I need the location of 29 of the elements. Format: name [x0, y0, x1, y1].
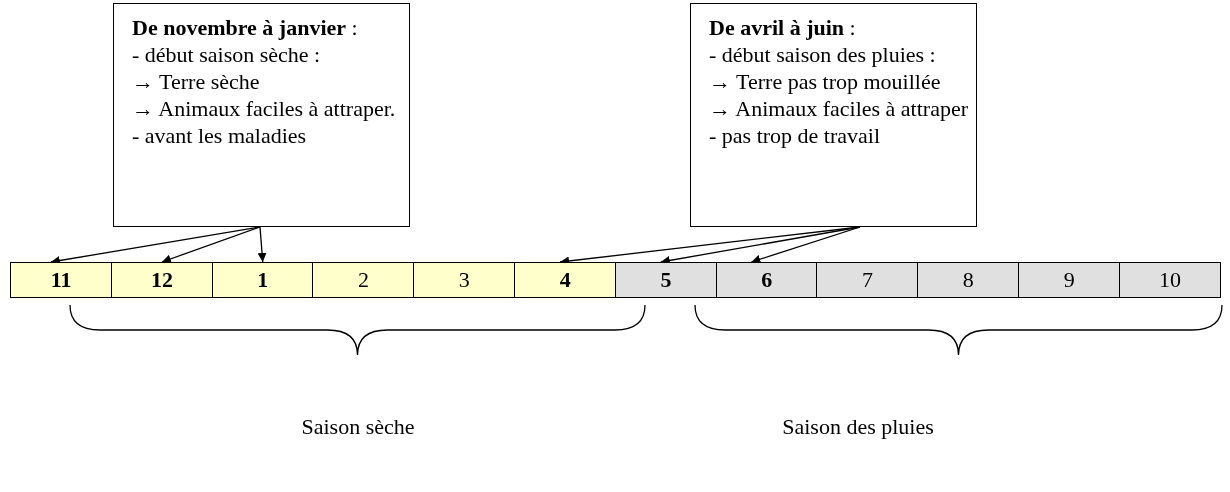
month-cell: 5: [614, 262, 718, 298]
note-box: [113, 3, 410, 227]
note-heading: De novembre à janvier :: [132, 14, 359, 41]
month-cell: 3: [413, 262, 516, 298]
month-cell: 4: [514, 262, 617, 298]
month-cell: 10: [1118, 262, 1222, 298]
month-cell: 6: [715, 262, 818, 298]
note-box: [690, 3, 977, 227]
month-cell: 7: [816, 262, 919, 298]
month-cell: 9: [1018, 262, 1121, 298]
month-cell: 2: [312, 262, 415, 298]
note-line: → Terre pas trop mouillée: [709, 68, 942, 95]
note-line: → Animaux faciles à attraper: [709, 95, 969, 122]
arrow: [161, 226, 261, 264]
month-cell: 12: [110, 262, 214, 298]
note-line: - avant les maladies: [132, 122, 308, 149]
season-label: Saison sèche: [301, 414, 415, 440]
arrow: [750, 226, 861, 264]
season-label: Saison des pluies: [782, 414, 934, 440]
month-cell: 1: [211, 262, 314, 298]
month-cell: 8: [917, 262, 1020, 298]
arrow: [257, 226, 267, 263]
note-line: - début saison des pluies :: [709, 41, 937, 68]
note-heading: De avril à juin :: [709, 14, 857, 41]
note-line: - début saison sèche :: [132, 41, 322, 68]
note-line: - pas trop de travail: [709, 122, 882, 149]
month-cell: 11: [10, 262, 113, 298]
note-line: → Terre sèche: [132, 68, 261, 95]
note-line: → Animaux faciles à attraper.: [132, 95, 397, 122]
